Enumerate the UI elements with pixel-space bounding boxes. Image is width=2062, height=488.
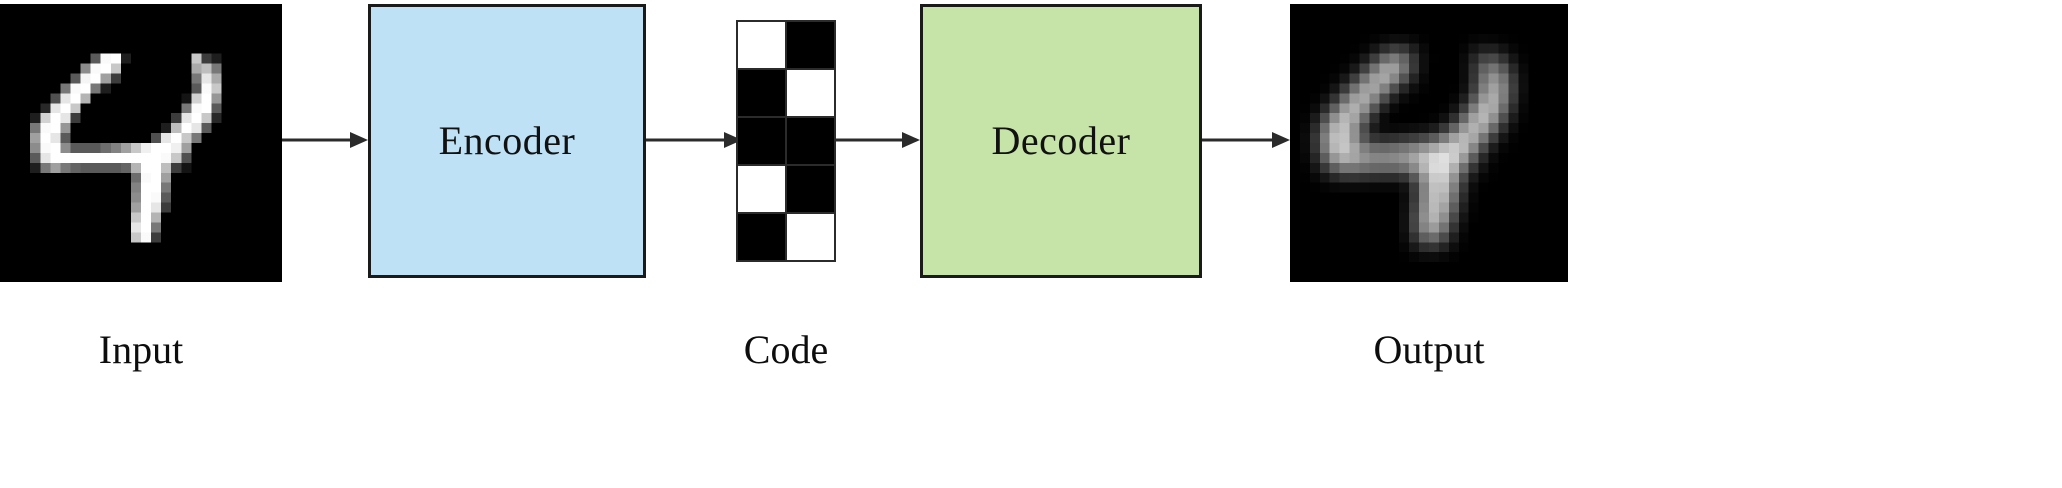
code-cell-r1-c1 [787, 70, 834, 116]
code-cell-r0-c1 [787, 22, 834, 68]
caption-code: Code [743, 327, 829, 372]
code-cell-r2-c1 [787, 118, 834, 164]
code-cell-r3-c1 [787, 166, 834, 212]
arrow-decoder-to-output [1202, 129, 1290, 151]
code-cell-r0-c0 [738, 22, 785, 68]
arrow-encoder-to-code [646, 129, 742, 151]
input-image [0, 4, 282, 282]
code-cell-r1-c0 [738, 70, 785, 116]
decoder-box[interactable]: Decoder [920, 4, 1202, 278]
code-cell-r2-c0 [738, 118, 785, 164]
arrow-code-to-decoder [836, 129, 920, 151]
decoder-label: Decoder [991, 118, 1131, 163]
code-cell-r3-c0 [738, 166, 785, 212]
code-cell-r4-c1 [787, 214, 834, 260]
caption-output: Output [1373, 327, 1485, 372]
code-cell-r4-c0 [738, 214, 785, 260]
code-grid[interactable] [736, 20, 836, 262]
output-digit-canvas [1290, 4, 1568, 282]
arrow-input-to-encoder [282, 129, 368, 151]
encoder-label: Encoder [438, 118, 576, 163]
input-digit-canvas [0, 4, 282, 282]
encoder-box[interactable]: Encoder [368, 4, 646, 278]
output-image [1290, 4, 1568, 282]
caption-input: Input [98, 327, 184, 372]
